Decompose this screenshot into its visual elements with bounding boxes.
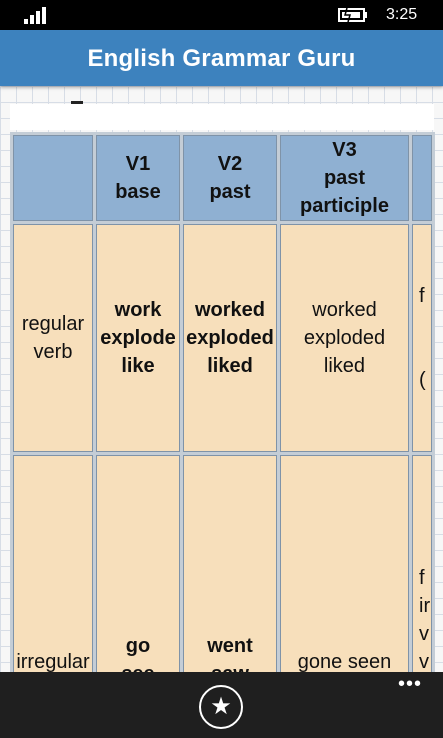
row-label-text: irregular: [16, 651, 90, 672]
row-label-text: verb: [33, 341, 73, 363]
verb-text: exploded: [303, 327, 386, 349]
cell-clipped-regular: f (: [412, 224, 432, 452]
header-v2: V2 past: [183, 135, 277, 221]
header-v3: V3 past participle: [280, 135, 409, 221]
content-top-bar: [10, 101, 434, 130]
verb-forms-table: V1 base V2 past V3 past participle regul…: [10, 132, 435, 672]
verb-text: work: [114, 299, 162, 321]
clipped-text: [419, 310, 431, 338]
verb-text: see: [97, 660, 179, 672]
cell-v1-regular: work explode like: [96, 224, 180, 452]
clipped-text: v: [419, 623, 429, 645]
header-v3-label: V3: [332, 139, 357, 161]
header-v2-label: V2: [217, 153, 243, 175]
star-icon: ★: [210, 693, 232, 720]
clipped-text-fragment: [71, 101, 83, 104]
clipped-text: ir: [419, 595, 431, 617]
header-v3-desc: past: [323, 167, 366, 189]
clipped-text: [419, 338, 431, 366]
cell-clipped-irregular: f ir v v: [412, 455, 432, 672]
verb-text: exploded: [186, 327, 274, 349]
cell-v2-regular: worked exploded liked: [183, 224, 277, 452]
clipped-text: (: [419, 369, 426, 391]
table-row: irregular verb go see sing went saw sang…: [13, 455, 432, 672]
cell-v3-irregular: gone seen sung: [280, 455, 409, 672]
app-title: English Grammar Guru: [87, 45, 356, 72]
row-label-regular: regular verb: [13, 224, 93, 452]
more-dots-icon[interactable]: •••: [398, 673, 423, 695]
cell-v2-irregular: went saw sang: [183, 455, 277, 672]
header-v1: V1 base: [96, 135, 180, 221]
header-v1-desc: base: [115, 181, 161, 203]
signal-strength-icon: [24, 6, 50, 24]
battery-charging-icon: [338, 7, 367, 23]
content-area[interactable]: V1 base V2 past V3 past participle regul…: [0, 86, 443, 672]
clipped-text: v: [419, 651, 429, 672]
row-label-irregular: irregular verb: [13, 455, 93, 672]
clipped-text: f: [419, 285, 425, 307]
verb-text: like: [121, 355, 155, 377]
verb-text: went: [207, 635, 253, 657]
table-row: regular verb work explode like worked ex…: [13, 224, 432, 452]
header-empty-cell: [13, 135, 93, 221]
row-label-text: regular: [21, 313, 85, 335]
app-bar: ★ •••: [0, 672, 443, 738]
verb-text: worked: [312, 299, 377, 321]
header-clipped-column: [412, 135, 432, 221]
status-time: 3:25: [386, 6, 418, 23]
verb-text: saw: [184, 660, 276, 672]
verb-text: liked: [207, 355, 253, 377]
status-bar: 3:25: [0, 0, 443, 30]
clipped-text: f: [419, 567, 425, 589]
verb-text: liked: [323, 355, 366, 377]
verb-text: worked: [194, 299, 266, 321]
app-header: English Grammar Guru: [0, 30, 443, 86]
header-v2-desc: past: [209, 181, 251, 203]
cell-v1-irregular: go see sing: [96, 455, 180, 672]
cell-v3-regular: worked exploded liked: [280, 224, 409, 452]
header-v1-label: V1: [125, 153, 151, 175]
header-v3-desc-2: participle: [300, 195, 389, 217]
verb-text: explode: [100, 327, 176, 349]
verb-text: go: [125, 635, 151, 657]
favorite-button[interactable]: ★: [199, 685, 243, 729]
table-header-row: V1 base V2 past V3 past participle: [13, 135, 432, 221]
verb-text: gone seen: [297, 651, 392, 672]
